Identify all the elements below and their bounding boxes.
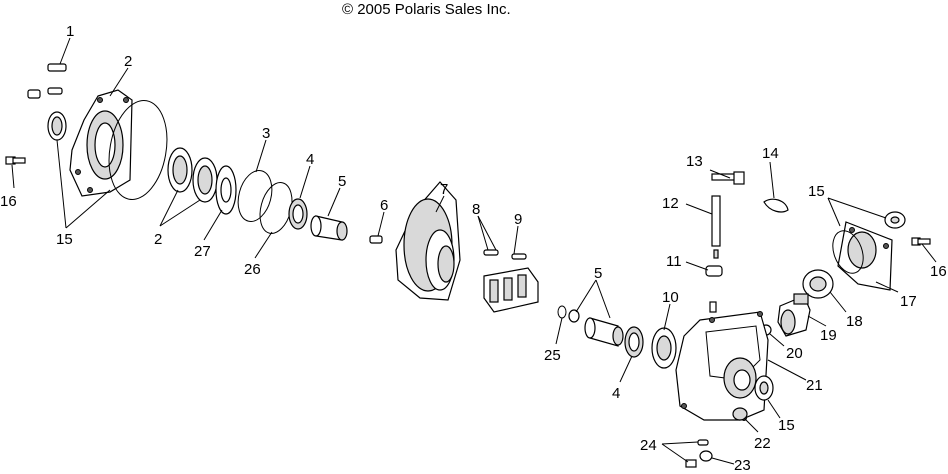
retaining-ring-part bbox=[237, 170, 273, 222]
housing-seal-part bbox=[754, 375, 774, 401]
output-cover-part bbox=[837, 221, 893, 291]
cover-bolt-part bbox=[5, 156, 26, 165]
callout-24: 24 bbox=[640, 437, 657, 454]
callout-5-right: 5 bbox=[594, 265, 602, 282]
callout-22: 22 bbox=[754, 435, 771, 452]
washer-bottom-part bbox=[685, 450, 713, 468]
callout-26: 26 bbox=[244, 261, 261, 278]
small-pin-bottom-part bbox=[697, 439, 709, 446]
bearing-right-part bbox=[624, 326, 677, 369]
callout-15-right-bottom: 15 bbox=[778, 417, 795, 434]
callout-17: 17 bbox=[900, 293, 917, 310]
callout-1: 1 bbox=[66, 23, 74, 40]
callout-19: 19 bbox=[820, 327, 837, 344]
roller-cage-part bbox=[483, 267, 539, 313]
callout-2-cover: 2 bbox=[124, 53, 132, 70]
clip-part bbox=[763, 198, 789, 213]
callout-6: 6 bbox=[380, 197, 388, 214]
callout-23: 23 bbox=[734, 457, 751, 474]
callout-13: 13 bbox=[686, 153, 703, 170]
callout-18: 18 bbox=[846, 313, 863, 330]
callout-15-left: 15 bbox=[56, 231, 73, 248]
callout-12: 12 bbox=[662, 195, 679, 212]
cover-gasket-part bbox=[832, 230, 864, 274]
thrust-washer-part bbox=[215, 165, 237, 215]
callout-10: 10 bbox=[662, 289, 679, 306]
seal-part bbox=[802, 269, 834, 299]
shift-fork-part bbox=[705, 265, 723, 313]
drain-plug-part bbox=[732, 407, 748, 421]
shift-shaft-part bbox=[711, 195, 721, 259]
bushing-sleeve-right-part bbox=[568, 309, 624, 347]
bearing-part bbox=[288, 198, 308, 230]
dowel-pin-part bbox=[27, 63, 67, 99]
callout-11: 11 bbox=[666, 253, 682, 270]
leader-lines bbox=[11, 37, 937, 465]
cover-washer-part bbox=[884, 211, 906, 229]
copyright-caption: © 2005 Polaris Sales Inc. bbox=[342, 1, 511, 18]
o-ring-small-part bbox=[557, 305, 567, 319]
callout-8: 8 bbox=[472, 201, 480, 218]
callout-16-right: 16 bbox=[930, 263, 947, 280]
bushing-sleeve-part bbox=[310, 215, 348, 241]
callout-27: 27 bbox=[194, 243, 211, 260]
callout-21: 21 bbox=[806, 377, 823, 394]
bearing-pair-part bbox=[167, 147, 218, 203]
callout-2-bearings: 2 bbox=[154, 231, 162, 248]
callout-20: 20 bbox=[786, 345, 803, 362]
callout-4-left: 4 bbox=[306, 151, 314, 168]
callout-16-left: 16 bbox=[0, 193, 17, 210]
callout-9: 9 bbox=[514, 211, 522, 228]
main-housing-part bbox=[675, 311, 769, 421]
front-cover-housing-part bbox=[69, 89, 133, 197]
callout-7: 7 bbox=[440, 181, 448, 198]
callout-3: 3 bbox=[262, 125, 270, 142]
callout-4-right: 4 bbox=[612, 385, 620, 402]
callout-25: 25 bbox=[544, 347, 561, 364]
roller-pin-part bbox=[483, 249, 527, 260]
ring-gear-part bbox=[395, 181, 461, 301]
callout-14: 14 bbox=[762, 145, 779, 162]
callout-15-right-top: 15 bbox=[808, 183, 825, 200]
bolt-part bbox=[711, 171, 745, 185]
cover-seal-part bbox=[47, 111, 67, 141]
cover-bolt-right-part bbox=[911, 237, 931, 246]
cover-o-ring-part bbox=[108, 100, 168, 200]
pinion-gear-part bbox=[777, 293, 811, 337]
callout-5-left: 5 bbox=[338, 173, 346, 190]
pin-part bbox=[369, 235, 383, 244]
